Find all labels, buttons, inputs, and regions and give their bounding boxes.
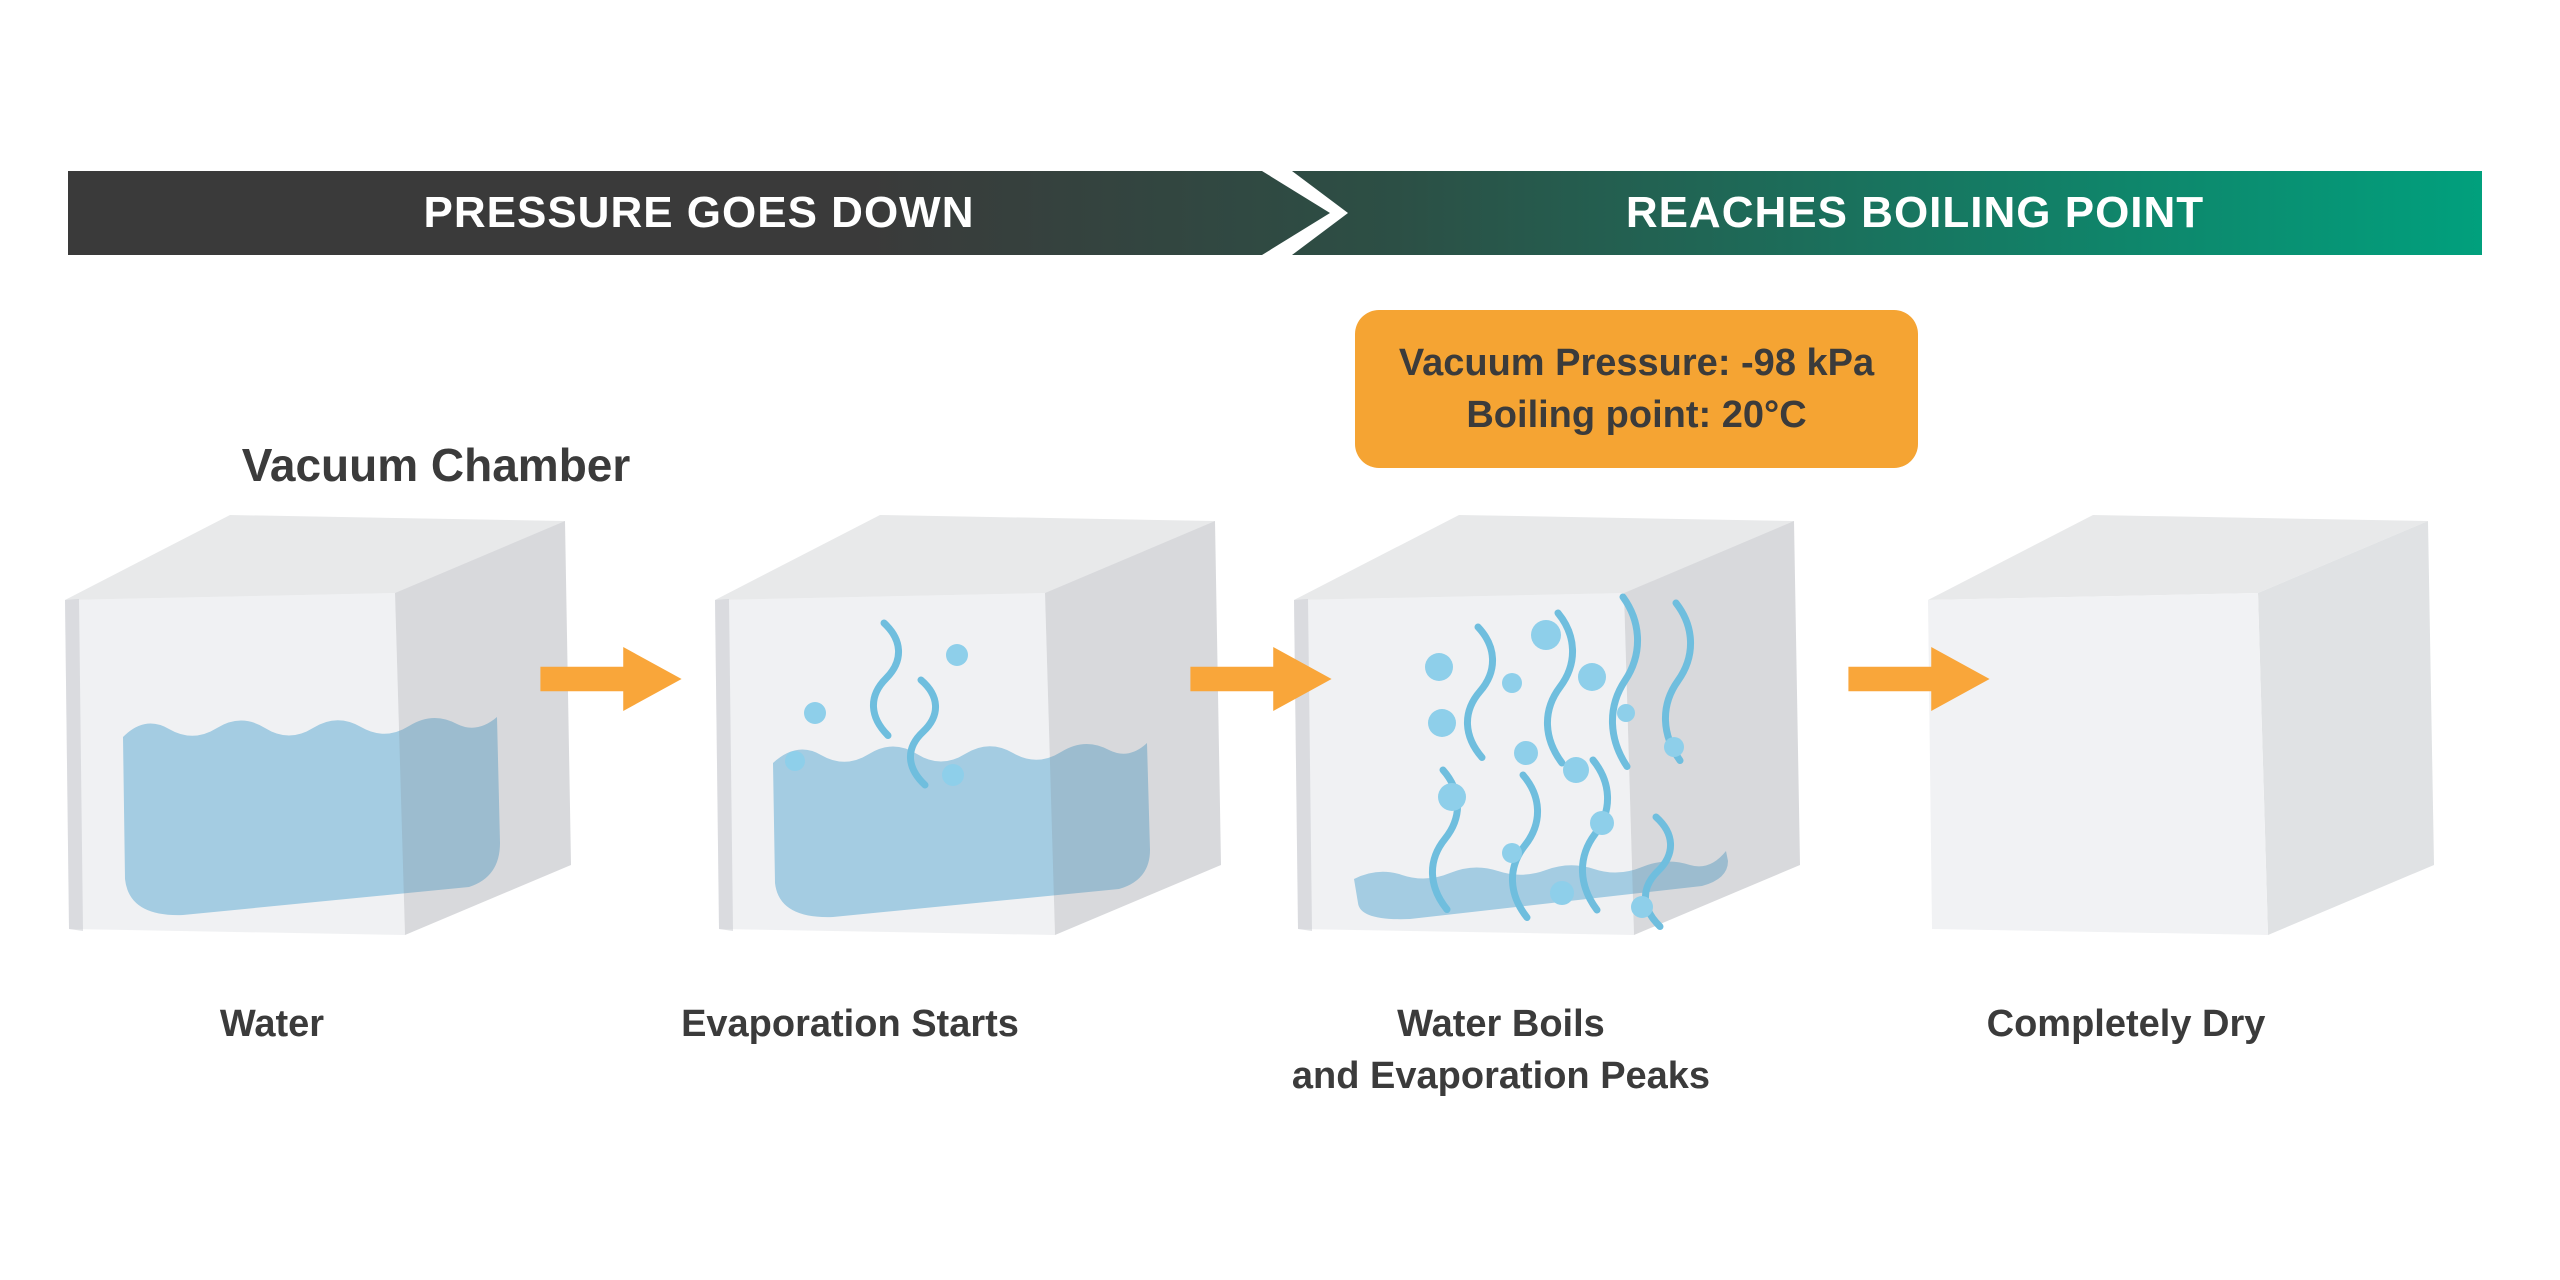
bubble-icon (1428, 709, 1456, 737)
bubble-icon (1531, 620, 1561, 650)
water-body (773, 743, 1150, 918)
steam-icon (1547, 613, 1572, 763)
cube-right-face (395, 521, 571, 935)
cube-right-face (1045, 521, 1221, 935)
bubble-icon (946, 644, 968, 666)
vacuum-chamber-title: Vacuum Chamber (241, 439, 631, 491)
stage-label-evaporation-starts: Evaporation Starts (681, 1003, 1019, 1045)
arrow-right-icon (540, 647, 682, 711)
banner-label-boiling: REACHES BOILING POINT (1625, 188, 2205, 237)
bubble-icon (1502, 673, 1522, 693)
arrow-right-icon (1848, 647, 1990, 711)
steam-icon (1612, 597, 1637, 767)
cube-top-face (1294, 515, 1794, 600)
cube-right-face (1624, 521, 1800, 935)
arrow-right-icon (1190, 647, 1332, 711)
bubble-icon (1550, 881, 1574, 905)
stage-label-completely-dry: Completely Dry (1986, 1003, 2266, 1045)
banner-left-segment (68, 171, 1330, 255)
cube-left-wall-edge (715, 599, 733, 931)
banner-right-segment (1292, 171, 2482, 255)
bubble-icon (1514, 741, 1538, 765)
bubble-icon (1502, 843, 1522, 863)
steam-icon (1582, 760, 1607, 910)
chamber-boiling-illustration (1294, 515, 1800, 935)
bubble-icon (1563, 757, 1589, 783)
stage-label-water-boils: Water Boils and Evaporation Peaks (1291, 1003, 1711, 1097)
chamber-water-illustration (65, 515, 571, 935)
callout-line-boiling: Boiling point: 20°C (1466, 394, 1807, 436)
bubble-icon (1617, 704, 1635, 722)
bubble-icon (1631, 896, 1653, 918)
bubble-icon (942, 764, 964, 786)
bubble-icon (1590, 811, 1614, 835)
cube-top-face (715, 515, 1215, 600)
cube-front-face (1928, 593, 2268, 935)
cube-right-face (2258, 521, 2434, 935)
stage-label-water: Water (219, 1003, 325, 1045)
steam-icon (910, 680, 935, 785)
vacuum-pressure-callout: Vacuum Pressure: -98 kPa Boiling point: … (1355, 310, 1918, 468)
cube-front-face (715, 593, 1055, 935)
bubble-icon (1664, 737, 1684, 757)
banner-label-pressure: PRESSURE GOES DOWN (423, 188, 975, 237)
bubble-icon (1578, 663, 1606, 691)
water-body (1354, 851, 1728, 920)
water-body (123, 717, 500, 916)
chamber-evaporation-illustration (715, 515, 1221, 935)
cube-top-face (1928, 515, 2428, 600)
cube-left-wall-edge (65, 599, 83, 931)
cube-front-face (65, 593, 405, 935)
steam-icon (873, 623, 898, 736)
cube-front-face (1294, 593, 1634, 935)
process-banner (68, 171, 2482, 255)
bubble-icon (1425, 653, 1453, 681)
steam-icon (1512, 775, 1537, 918)
callout-line-pressure: Vacuum Pressure: -98 kPa (1398, 342, 1875, 384)
steam-icon (1665, 603, 1690, 761)
chamber-dry-illustration (1928, 515, 2434, 935)
cube-top-face (65, 515, 565, 600)
bubble-icon (804, 702, 826, 724)
bubble-icon (785, 751, 805, 771)
steam-icon (1467, 627, 1492, 758)
bubble-icon (1438, 783, 1466, 811)
